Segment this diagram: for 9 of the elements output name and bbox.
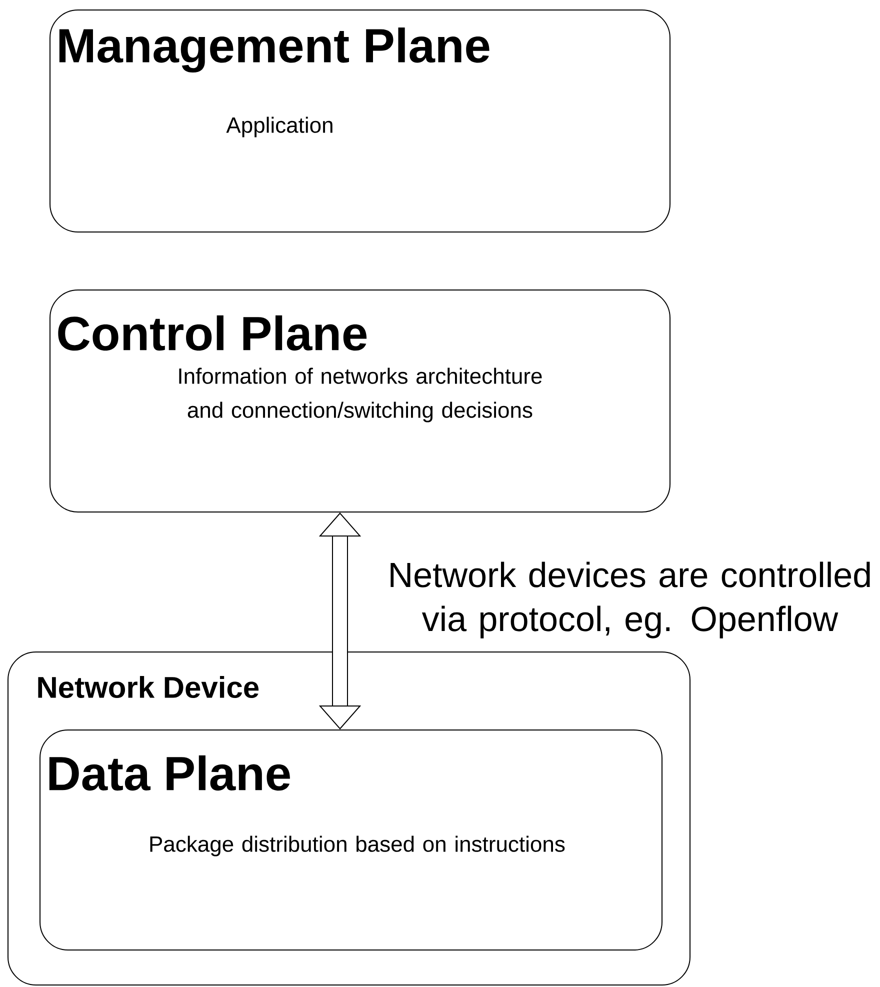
body-text: Application xyxy=(226,116,332,138)
edge-label: Network devices are controlled via protocol, eg. Openflow xyxy=(379,560,880,640)
body-text: Information of networks architechture and connection/switching decisions xyxy=(179,368,542,422)
heading: Control Plane xyxy=(58,315,367,351)
double-arrow xyxy=(318,512,362,730)
heading: Management Plane xyxy=(59,28,490,72)
heading: Data Plane xyxy=(49,755,290,791)
heading: Network Device xyxy=(38,676,259,698)
body-text: Package distribution based on instructions xyxy=(150,836,565,856)
